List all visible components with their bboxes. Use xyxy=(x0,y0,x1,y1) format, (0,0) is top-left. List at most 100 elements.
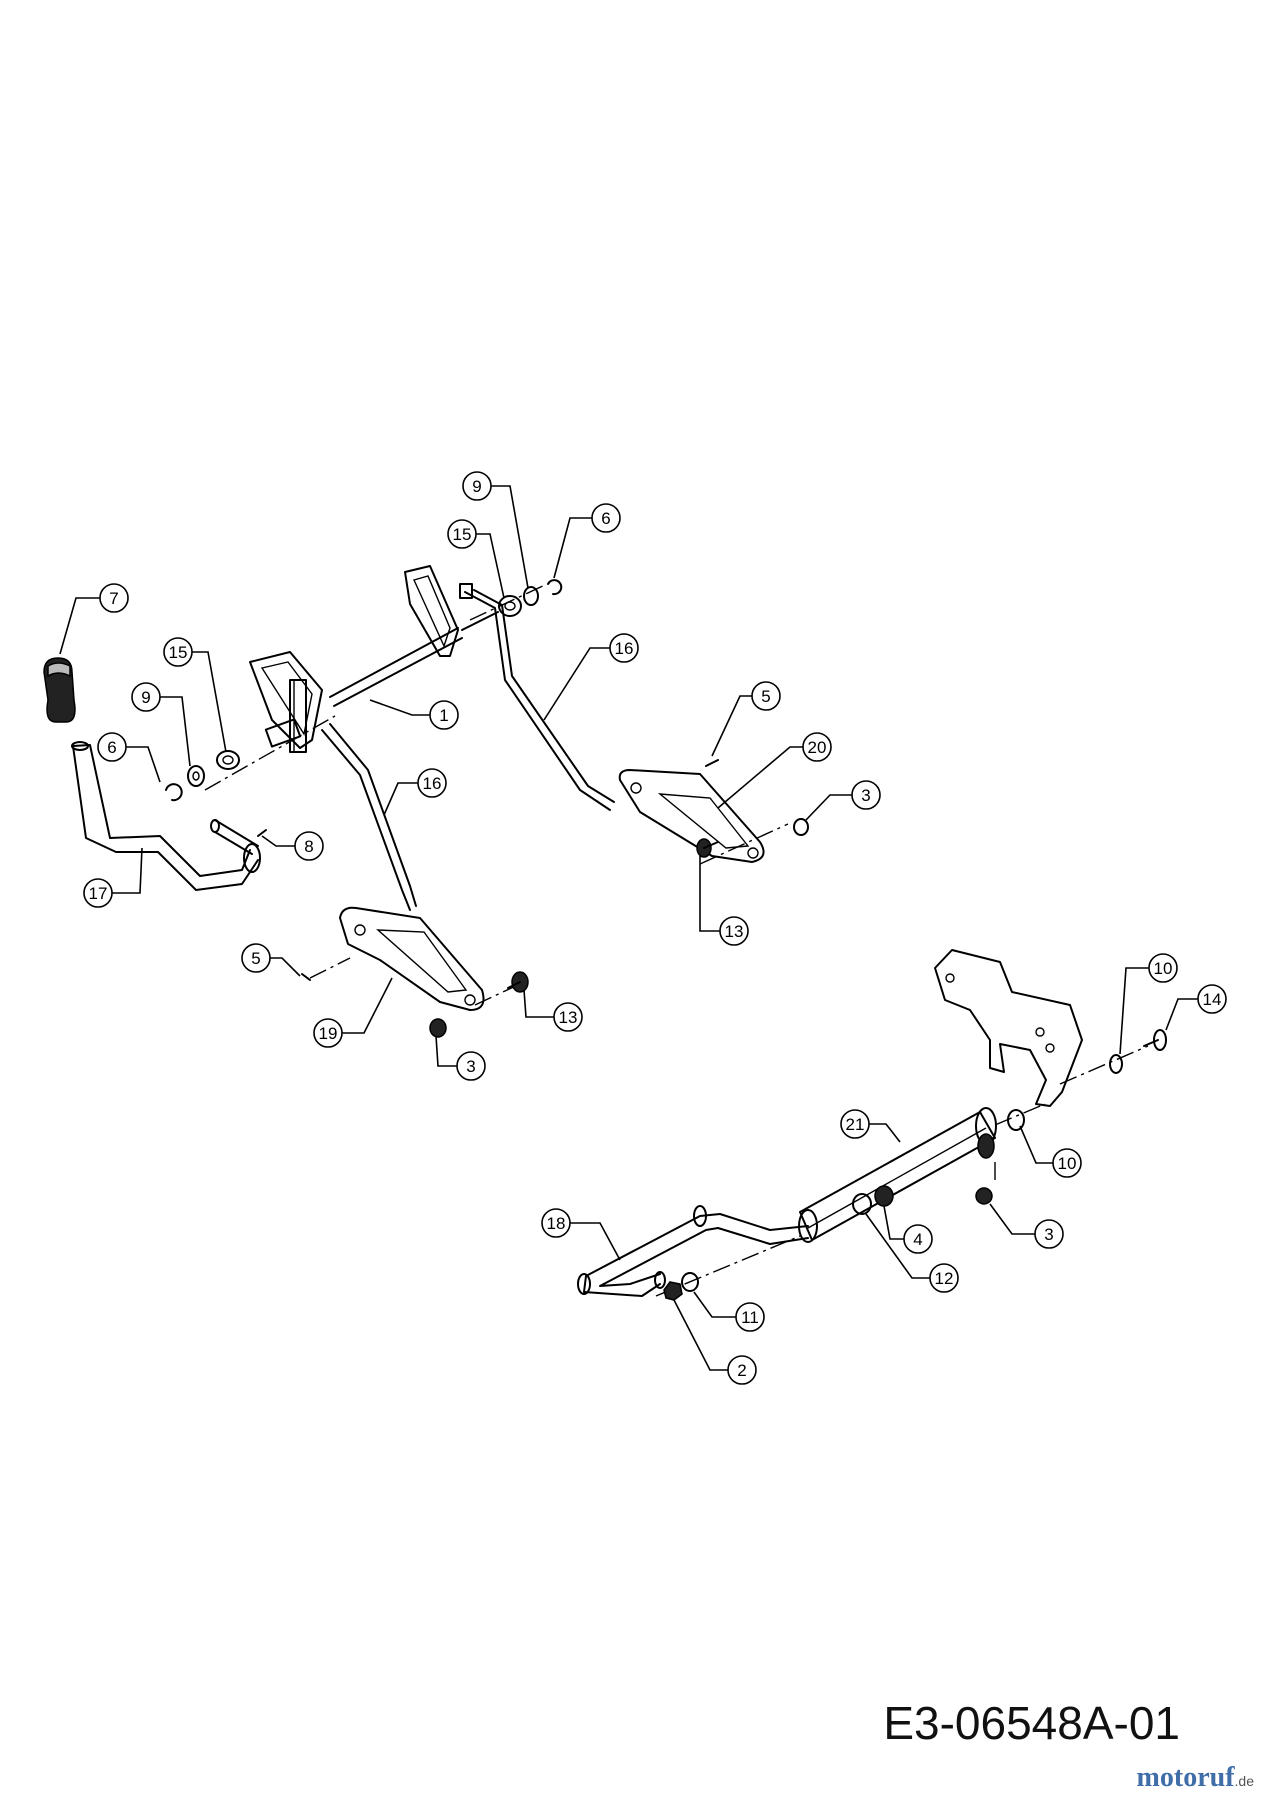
bracket-20 xyxy=(618,769,765,863)
lift-link-left xyxy=(321,723,417,911)
nut-15-left xyxy=(216,750,240,770)
callout-16-left: 16 xyxy=(417,768,447,798)
callout-6-left: 6 xyxy=(97,732,127,762)
washer-12 xyxy=(852,1193,872,1215)
washer-10-lower xyxy=(1007,1109,1025,1131)
callout-3-upper-right: 3 xyxy=(851,780,881,810)
bolt-5-right xyxy=(705,759,719,767)
callout-3-lower-text: 3 xyxy=(1044,1225,1053,1244)
callout-11: 11 xyxy=(735,1302,765,1332)
pin-8 xyxy=(257,829,267,837)
callout-8: 8 xyxy=(294,831,324,861)
callout-6-left-text: 6 xyxy=(107,738,116,757)
callout-17-text: 17 xyxy=(89,884,108,903)
callout-21: 21 xyxy=(840,1109,870,1139)
callout-5-left-text: 5 xyxy=(251,949,260,968)
callout-12-text: 12 xyxy=(935,1269,954,1288)
callout-6-right: 6 xyxy=(591,503,621,533)
callout-9-right: 9 xyxy=(462,471,492,501)
callout-3-upper-right-text: 3 xyxy=(861,786,870,805)
callout-13-right: 13 xyxy=(719,916,749,946)
left-lift-plate xyxy=(249,651,323,753)
leaders xyxy=(59,485,1198,1371)
callout-17: 17 xyxy=(83,878,113,908)
nut-15-right xyxy=(498,595,522,617)
callout-16-left-text: 16 xyxy=(423,774,442,793)
callout-3-left: 3 xyxy=(456,1051,486,1081)
nut-3-upper-right xyxy=(793,818,809,836)
callout-14: 14 xyxy=(1197,984,1227,1014)
drawing-code: E3-06548A-01 xyxy=(883,1697,1180,1749)
callout-10-lower: 10 xyxy=(1052,1148,1082,1178)
watermark-logo: motoruf.de xyxy=(1137,1762,1254,1794)
bolt-13-left xyxy=(507,971,529,993)
nut-3-lower xyxy=(975,1187,993,1205)
clip-6-left xyxy=(165,783,183,802)
callout-15-right-text: 15 xyxy=(453,525,472,544)
callout-15-right: 15 xyxy=(447,519,477,549)
crank-shaft xyxy=(577,1205,809,1297)
nut-3-left xyxy=(429,1018,447,1038)
callout-3-left-text: 3 xyxy=(466,1057,475,1076)
callout-4: 4 xyxy=(903,1224,933,1254)
callout-7-text: 7 xyxy=(109,589,118,608)
nut-4 xyxy=(874,1185,894,1207)
callout-7: 7 xyxy=(99,583,129,613)
lift-handle xyxy=(71,741,261,891)
callout-11-text: 11 xyxy=(741,1308,759,1327)
callout-21-text: 21 xyxy=(846,1115,865,1134)
watermark-domain: .de xyxy=(1234,1773,1254,1789)
washer-9-right xyxy=(523,586,539,606)
lift-link-right xyxy=(464,589,615,811)
callout-1: 1 xyxy=(429,700,459,730)
callout-10-upper: 10 xyxy=(1148,953,1178,983)
callout-6-right-text: 6 xyxy=(601,509,610,528)
callout-13-left-text: 13 xyxy=(559,1008,578,1027)
washer-9-left xyxy=(187,765,205,787)
callout-20: 20 xyxy=(802,732,832,762)
callout-2: 2 xyxy=(727,1355,757,1385)
callout-5-left: 5 xyxy=(241,943,271,973)
callout-2-text: 2 xyxy=(737,1361,746,1380)
rock-shaft-tube xyxy=(798,1107,997,1243)
nut-2 xyxy=(663,1281,683,1301)
left-pivot-stud xyxy=(204,715,336,791)
callout-16-right: 16 xyxy=(609,633,639,663)
callout-18: 18 xyxy=(541,1208,571,1238)
callout-9-left-text: 9 xyxy=(141,688,150,707)
callout-12: 12 xyxy=(929,1263,959,1293)
lift-shaft xyxy=(329,627,463,707)
bracket-19 xyxy=(339,906,485,1011)
washer-11 xyxy=(681,1272,699,1292)
callout-10-upper-text: 10 xyxy=(1154,959,1173,978)
callout-3-lower: 3 xyxy=(1034,1219,1064,1249)
callout-9-right-text: 9 xyxy=(472,477,481,496)
watermark-text: motoruf xyxy=(1136,1762,1235,1793)
callout-5-right-text: 5 xyxy=(761,687,770,706)
right-lift-plate xyxy=(404,565,499,657)
bolt-14 xyxy=(1143,1029,1167,1051)
callout-16-right-text: 16 xyxy=(615,639,634,658)
callout-9-left: 9 xyxy=(131,682,161,712)
callout-19: 19 xyxy=(313,1018,343,1048)
callout-20-text: 20 xyxy=(808,738,827,757)
callout-8-text: 8 xyxy=(304,837,313,856)
callout-15-left: 15 xyxy=(163,637,193,667)
clip-6-right xyxy=(547,579,563,596)
deck-hanger-bracket xyxy=(934,949,1083,1107)
callout-1-text: 1 xyxy=(439,706,448,725)
callout-19-text: 19 xyxy=(319,1024,338,1043)
callout-15-left-text: 15 xyxy=(169,643,188,662)
callout-4-text: 4 xyxy=(913,1230,922,1249)
washer-10-upper xyxy=(1109,1054,1123,1074)
bolt-5-left xyxy=(301,973,311,981)
callout-10-lower-text: 10 xyxy=(1058,1154,1077,1173)
callout-13-left: 13 xyxy=(553,1002,583,1032)
callout-18-text: 18 xyxy=(547,1214,566,1233)
callout-13-right-text: 13 xyxy=(725,922,744,941)
callout-14-text: 14 xyxy=(1203,990,1222,1009)
callout-5-right: 5 xyxy=(751,681,781,711)
knob-grip xyxy=(43,657,76,723)
bolt-13-right xyxy=(696,838,719,858)
